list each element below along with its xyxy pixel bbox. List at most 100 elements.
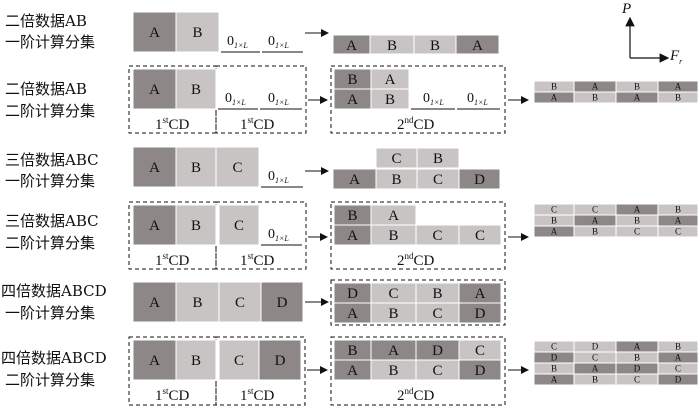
row5-mid-bottom-label: D	[475, 306, 486, 322]
row4-cd-label: 1stCD	[240, 251, 275, 269]
row5-input-label: C	[235, 295, 245, 311]
row6-grid-label: D	[634, 364, 641, 374]
row4-grid-label: B	[675, 205, 681, 215]
row1-title-line2: 一阶计算分集	[5, 33, 95, 51]
row5-mid-top-label: C	[388, 286, 398, 302]
row6-grid-label: B	[592, 375, 598, 385]
row6: A B C D 1stCD 1stCD B A D C A B C D 2ndC…	[128, 336, 699, 406]
row1-out-label: A	[472, 38, 483, 54]
row4-mid-bottom-label: C	[475, 228, 485, 244]
row4-grid-label: C	[551, 205, 557, 215]
row4-mid-bottom-label: B	[388, 228, 398, 244]
row2-grid-label: B	[592, 93, 598, 103]
row6-input-cell	[218, 339, 260, 381]
row6-grid-label: C	[675, 364, 681, 374]
row6-grid-label: D	[675, 375, 682, 385]
row4-input-cell	[132, 204, 177, 246]
row3-title-line2: 一阶计算分集	[5, 172, 95, 190]
row5-box	[330, 279, 506, 326]
row1-out-label: B	[430, 38, 440, 54]
row5-mid-top-label: B	[432, 286, 442, 302]
row4-zero-label: 01×L	[268, 227, 289, 243]
row6-title-line1: 四倍数据ABCD	[1, 349, 107, 367]
row2-grid-label: B	[675, 93, 681, 103]
row2-grid-label: A	[634, 93, 641, 103]
row4-title-line1: 三倍数据ABC	[5, 212, 99, 230]
row5-input-cell	[218, 281, 262, 323]
row4-input-cell	[175, 204, 217, 246]
row4-mid-top-label: B	[347, 208, 357, 224]
row6-grid-label: A	[551, 375, 558, 385]
row5-input-label: B	[192, 295, 202, 311]
row6-mid-bottom-label: D	[475, 363, 486, 379]
row1-input-label: B	[192, 25, 202, 41]
row6-mid-bottom-label: A	[347, 363, 358, 379]
row1-zero-label: 01×L	[268, 34, 289, 50]
row3-mid-bottom-cell	[458, 168, 501, 190]
row3-input-cell	[215, 146, 260, 188]
row4-cd-label: 1stCD	[155, 251, 190, 269]
row2-zero-label: 01×L	[467, 91, 488, 107]
row6-mid-top-label: A	[388, 343, 399, 359]
row6-grid-label: A	[592, 364, 599, 374]
row6-grid-label: A	[675, 353, 682, 363]
row2-grid-label: A	[551, 93, 558, 103]
row3-mid-top-label: B	[433, 151, 443, 167]
row5-mid-top-label: D	[347, 286, 358, 302]
row2-mid-top-label: A	[385, 72, 396, 88]
row6-cd2-box	[330, 336, 506, 406]
row1-out-label: B	[387, 38, 397, 54]
row2-mid-bottom-label: A	[347, 92, 358, 108]
row3-zero-label: 01×L	[268, 169, 289, 185]
row5: A B C D D C B A A B C D	[132, 279, 506, 326]
row2-mid-bottom-cell	[370, 88, 410, 110]
axis-indicator: P Fr	[621, 1, 683, 66]
row6-cd-label: 1stCD	[155, 386, 190, 404]
row4-grid-label: B	[551, 216, 557, 226]
row4-grid-label: A	[675, 216, 682, 226]
row2-title-line1: 二倍数据AB	[5, 80, 87, 98]
row6-grid-label: D	[551, 353, 558, 363]
row2-input-label: B	[191, 82, 201, 98]
row2-zero-label: 01×L	[423, 91, 444, 107]
row4-grid-label: C	[675, 227, 681, 237]
row2-grid-label: A	[592, 82, 599, 92]
row6-mid-top-label: C	[475, 343, 485, 359]
row2-grid-label: B	[551, 82, 557, 92]
row4-input-label: A	[149, 218, 160, 234]
row4-grid-label: A	[551, 227, 558, 237]
fr-axis-label: Fr	[669, 48, 683, 66]
row4-input-cell	[218, 204, 260, 246]
row6-input-cell	[258, 339, 302, 381]
row4-grid-label: C	[592, 205, 598, 215]
row4-mid-bottom-label: A	[347, 228, 358, 244]
row6-grid-label: B	[551, 364, 557, 374]
row2-zero-label: 01×L	[268, 91, 289, 107]
row5-input-label: A	[149, 295, 160, 311]
row6-grid-label: B	[675, 342, 681, 352]
fr-axis-label-main: F	[669, 48, 680, 64]
row4-mid-bottom-label: C	[432, 228, 442, 244]
row6-title-line2: 二阶计算分集	[5, 371, 95, 389]
row6-grid-label: C	[634, 375, 640, 385]
row4-mid-bottom-cell	[458, 224, 502, 246]
row5-mid-bottom-cell	[458, 302, 502, 324]
row2-grid-label: A	[675, 82, 682, 92]
row6-mid-top-label: B	[347, 343, 357, 359]
row2-mid-top-label: B	[347, 72, 357, 88]
row3-mid-top-label: C	[391, 151, 401, 167]
row6-grid-label: A	[634, 342, 641, 352]
row2-zero-label: 01×L	[225, 91, 246, 107]
row4-grid-cell	[657, 225, 699, 238]
row3-mid-bottom-label: C	[433, 172, 443, 188]
row4-grid-label: A	[592, 216, 599, 226]
row5-title-line1: 四倍数据ABCD	[1, 282, 107, 300]
row4-input-label: B	[191, 218, 201, 234]
row2-mid-bottom-label: B	[385, 92, 395, 108]
row3-input-label: B	[191, 160, 201, 176]
row3-mid-bottom-label: D	[474, 172, 485, 188]
row2-cd2-box	[330, 65, 506, 134]
row1-input-cell	[175, 11, 220, 53]
row3-input-label: C	[232, 160, 242, 176]
